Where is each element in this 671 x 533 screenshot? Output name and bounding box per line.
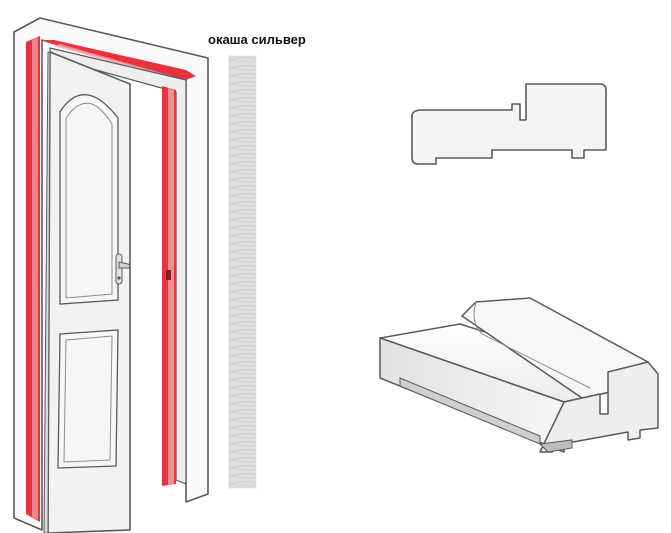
swatch-label: окаша сильвер [208, 32, 306, 47]
strike-plate [166, 270, 171, 280]
frame-profile-3d [379, 297, 659, 453]
door-upper-panel [59, 94, 119, 305]
door-illustration [13, 17, 209, 533]
door-lower-panel [57, 329, 119, 469]
door-handle-icon [115, 253, 131, 285]
frame-profile-section [411, 83, 607, 165]
wood-texture-swatch [228, 55, 257, 489]
